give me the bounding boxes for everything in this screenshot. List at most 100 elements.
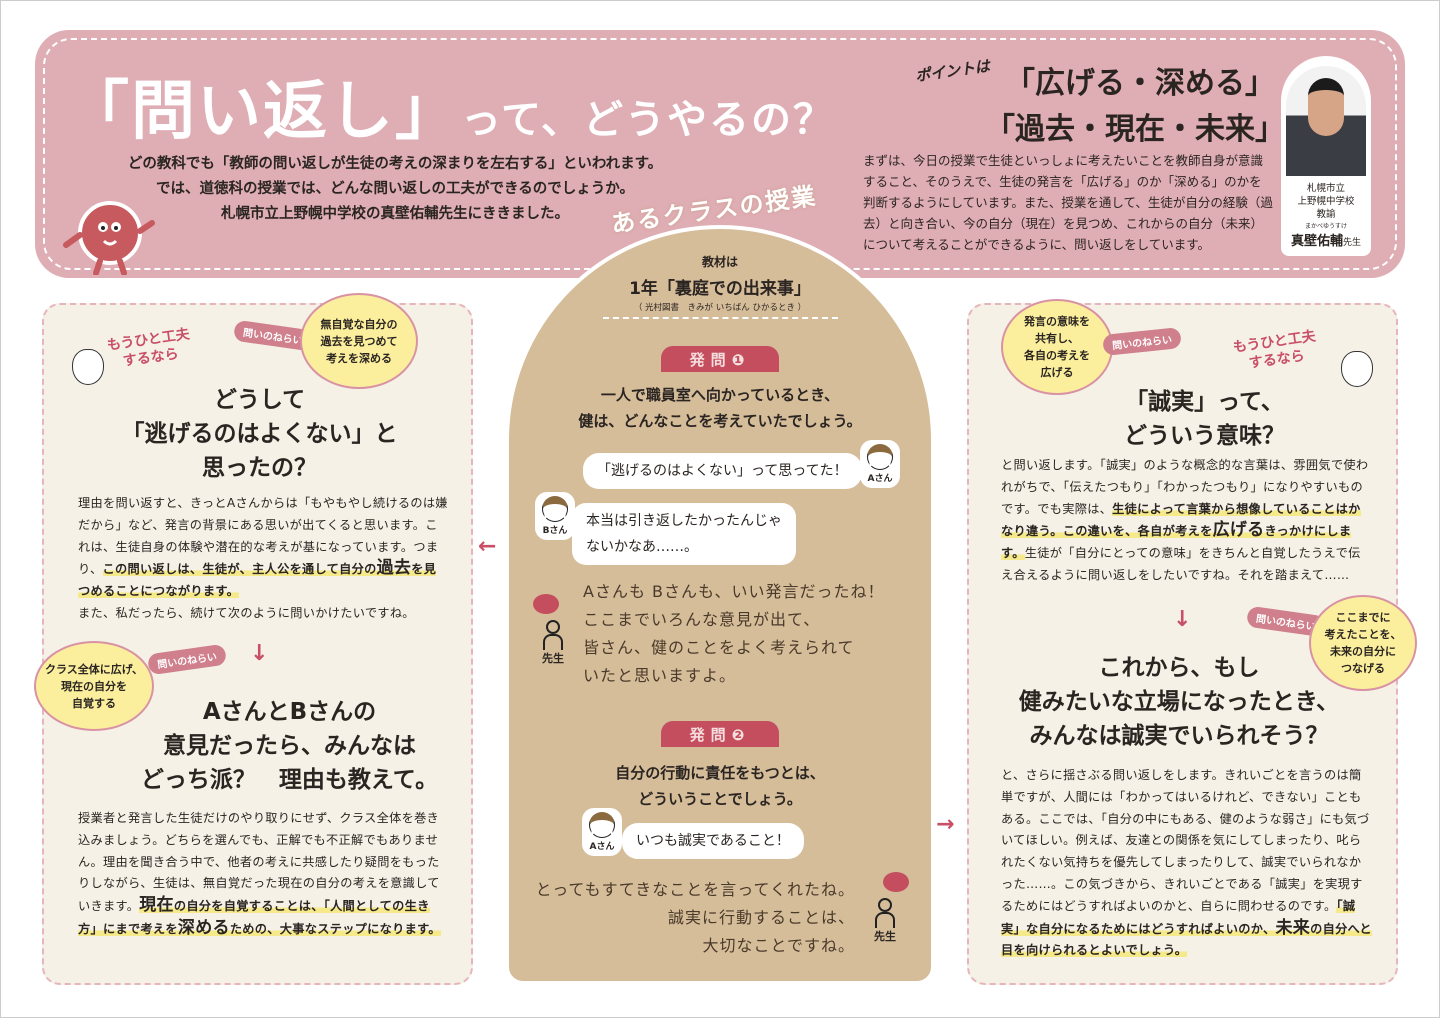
down-arrow-icon: ↓ xyxy=(250,641,269,666)
body-1: 理由を問い返すと、きっとAさんからは「もやもやし続けるのは嫌だから」など、発言の… xyxy=(78,493,448,625)
teacher-icon: 先生 xyxy=(536,620,570,666)
aim-label: 問いのねらい xyxy=(146,643,228,676)
question-2: これから、もし健みたいな立場になったとき、みんなは誠実でいられそう？ xyxy=(969,651,1389,753)
teacher-comment-2: とってもすてきなことを言ってくれたね。誠実に行動することは、大切なことですね。 xyxy=(535,876,855,960)
avatar-name: Bさん xyxy=(542,526,568,536)
intro-text: どの教科でも「教師の問い返しが生徒の考えの深まりを左右する」といわれます。 では… xyxy=(75,152,715,227)
hitokufu-label: もうひと工夫 するなら xyxy=(106,326,191,370)
body-1: と問い返します。「誠実」のような概念的な言葉は、雰囲気で使われがちで、「伝えたつ… xyxy=(1001,455,1373,587)
material-lead: 教材は xyxy=(701,255,738,269)
speech-a: いつも誠実であること！ xyxy=(622,823,804,859)
body-text: と、さらに揺さぶる問い返しをします。きれいごとを言うのは簡単ですが、人間には「わ… xyxy=(1001,768,1370,913)
aim-label: 問いのねらい xyxy=(1102,326,1182,357)
emphasis-word: 未来 xyxy=(1275,917,1311,938)
avatar-name: Aさん xyxy=(589,842,615,852)
question-tag-1: 発問❶ xyxy=(661,346,779,372)
question-line: これから、もし xyxy=(1098,655,1260,681)
emphasis-word: 深める xyxy=(177,917,230,938)
comment-line: Aさんも Bさんも、いい発言だったね！ xyxy=(583,582,885,601)
pin-icon xyxy=(883,872,909,892)
question-1: 「誠実」って、どういう意味？ xyxy=(1009,385,1400,453)
material-source: （ 光村図書 きみが いちばん ひかるとき ） xyxy=(633,303,807,313)
question-1: どうして「逃げるのはよくない」と思ったの？ xyxy=(44,383,475,485)
avatar-name: Aさん xyxy=(867,474,893,484)
question-line: どっち派？ 理由も教えて。 xyxy=(140,767,439,793)
body-text: と問い返します。「誠実」のような概念的な言葉は、雰囲気で使われがちで、「伝えたつ… xyxy=(1001,458,1369,516)
arrow-left-icon: ← xyxy=(478,534,497,559)
speech-line: 本当は引き返したかったんじゃ xyxy=(586,513,782,529)
question-line: AさんとBさんの xyxy=(202,699,377,725)
right-panel: 発言の意味を 共有し、 各自の考えを 広げる 問いのねらい もうひと工夫 するな… xyxy=(967,299,1417,985)
aim-bubble: ここまでに 考えたことを、 未来の自分に つなげる xyxy=(1309,595,1417,691)
emphasis-word: 現在 xyxy=(139,895,174,916)
material-title: 1年「裏庭での出来事」 xyxy=(629,279,811,299)
body-2: と、さらに揺さぶる問い返しをします。きれいごとを言うのは簡単ですが、人間には「わ… xyxy=(1001,765,1373,962)
intro-line: どの教科でも「教師の問い返しが生徒の考えの深まりを左右する」といわれます。 xyxy=(127,156,663,172)
body-2: 授業者と発言した生徒だけのやり取りにせず、クラス全体を巻き込みましょう。どちらを… xyxy=(78,808,448,941)
comment-line: 大切なことですね。 xyxy=(702,936,855,955)
question-line: 健みたいな立場になったとき、 xyxy=(1018,689,1340,715)
profile-name: 真壁佑輔先生 xyxy=(1281,230,1371,249)
comment-line: ここまでいろんな意見が出て、 xyxy=(583,610,821,629)
highlight-text: 生徒によって言葉から想像していることはかなり違う。この違いを、各自が考えを xyxy=(1001,501,1361,539)
face-icon xyxy=(867,444,893,470)
avatar-b: Bさん xyxy=(535,492,575,540)
speech-b: 本当は引き返したかったんじゃないかなあ……。 xyxy=(572,503,796,565)
body-text: 理由を問い返すと、きっとAさんからは「もやもやし続けるのは嫌だから」など、発言の… xyxy=(78,496,448,577)
question-line: 自分の行動に責任をもつとは、 xyxy=(615,764,825,782)
title-main: 「問い返し」 xyxy=(65,75,461,149)
question-line: どうして xyxy=(213,387,306,413)
pin-icon xyxy=(533,594,559,614)
highlight-text: の自分を自覚することは、「人間としての生き方」にまで考えを xyxy=(78,899,430,936)
role-line: 教諭 xyxy=(1316,209,1336,220)
role-line: 上野幌中学校 xyxy=(1297,196,1355,207)
body-text: 生徒が「自分にとっての意味」をきちんと自覚したうえで伝え合えるように問い返しをし… xyxy=(1001,546,1361,582)
avatar-a: Aさん xyxy=(860,440,900,488)
speech-line: ないかなあ……。 xyxy=(586,539,698,555)
mascot-icon xyxy=(63,201,155,275)
intro-line: では、道徳科の授業では、どんな問い返しの工夫ができるのでしょうか。 xyxy=(156,181,634,197)
center-question-2: 自分の行動に責任をもつとは、どういうことでしょう。 xyxy=(505,760,935,812)
question-line: 意見だったら、みんなは xyxy=(163,733,416,759)
highlight-text: この問い返しは、生徒が、主人公を通して自分の xyxy=(102,562,377,577)
teacher-name: 先生 xyxy=(874,930,896,943)
header-body-text: まずは、今日の授業で生徒といっしょに考えたいことを教師自身が意識すること、そのう… xyxy=(863,153,1273,252)
profile-role: 札幌市立上野幌中学校教諭 xyxy=(1281,182,1371,221)
body-text: また、私だったら、続けて次のように問いかけたいですね。 xyxy=(78,605,415,620)
question-line: 一人で職員室へ向かっているとき、 xyxy=(600,386,840,404)
down-arrow-icon: ↓ xyxy=(1173,607,1192,632)
teacher-profile: 札幌市立上野幌中学校教諭 まかべゆうすけ 真壁佑輔先生 xyxy=(1281,56,1371,256)
highlight-text: きっかけにします。 xyxy=(1001,524,1352,561)
highlight-text: を見つめることにつながります。 xyxy=(78,562,437,599)
comment-line: 皆さん、健のことをよく考えられて xyxy=(583,638,855,657)
divider xyxy=(602,317,838,319)
point-heading-2: 「過去・現在・未来」 xyxy=(985,112,1285,147)
material-info: 教材は 1年「裏庭での出来事」 （ 光村図書 きみが いちばん ひかるとき ） xyxy=(505,253,935,319)
question-line: みんなは誠実でいられそう？ xyxy=(1029,723,1329,749)
teacher-icon: 先生 xyxy=(868,898,902,944)
face-icon xyxy=(542,496,568,522)
question-tag-2: 発問❷ xyxy=(661,721,779,747)
avatar-a: Aさん xyxy=(582,808,622,856)
teacher-photo xyxy=(1286,66,1366,176)
left-panel: もうひと工夫 するなら 問いのねらい 無自覚な自分の 過去を見つめて 考えを深め… xyxy=(34,293,475,985)
highlight-text: の自分へと目を向けられるとよいでしょう。 xyxy=(1001,921,1372,958)
highlight-text: ための、大事なステップになります。 xyxy=(229,921,441,936)
arrow-right-icon: → xyxy=(936,812,955,837)
comment-line: とってもすてきなことを言ってくれたね。 xyxy=(535,880,855,899)
question-line: どういうことでしょう。 xyxy=(638,790,802,808)
teacher-comment-1: Aさんも Bさんも、いい発言だったね！ ここまでいろんな意見が出て、皆さん、健のこ… xyxy=(583,578,885,690)
aim-bubble: 発言の意味を 共有し、 各自の考えを 広げる xyxy=(1001,299,1113,395)
name-ruby: まかべゆうすけ xyxy=(1304,223,1347,230)
center-question-1: 一人で職員室へ向かっているとき、健は、どんなことを考えていたでしょう。 xyxy=(505,382,935,434)
question-line: 「逃げるのはよくない」と xyxy=(121,421,398,447)
aim-bubble: クラス全体に広げ、 現在の自分を 自覚する xyxy=(34,641,154,731)
body-text: 授業者と発言した生徒だけのやり取りにせず、クラス全体を巻き込みましょう。どちらを… xyxy=(78,811,440,914)
question-line: 健は、どんなことを考えていたでしょう。 xyxy=(578,412,862,430)
question-line: 思ったの？ xyxy=(202,455,317,481)
hitokufu-label: もうひと工夫 するなら xyxy=(1232,328,1317,372)
teacher-face-icon xyxy=(72,349,104,385)
role-line: 札幌市立 xyxy=(1306,183,1345,194)
comment-line: いたと思いますよ。 xyxy=(583,666,737,685)
speech-a: 「逃げるのはよくない」って思ってた！ xyxy=(583,453,862,489)
